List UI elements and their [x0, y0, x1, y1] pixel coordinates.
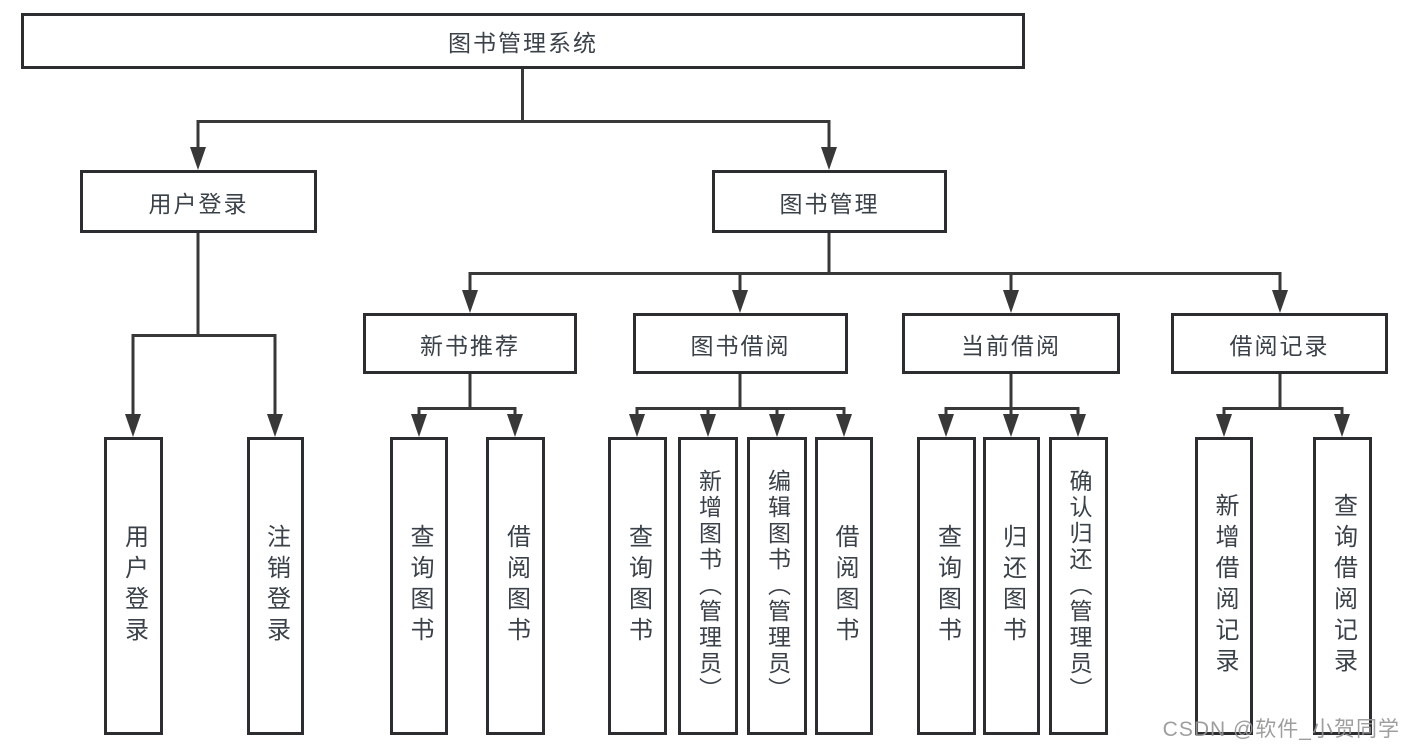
- connector-user-login: [131, 231, 277, 418]
- arrowheads: [125, 147, 1350, 437]
- connector-root: [196, 66, 831, 152]
- arrowhead: [700, 414, 716, 437]
- node-user-login: 用户登录: [80, 170, 317, 233]
- arrowhead: [411, 414, 427, 437]
- connector-book-management: [468, 231, 1282, 294]
- csdn-watermark: CSDN @软件_小贺同学: [1162, 718, 1400, 741]
- leaf-query-books-borrow: 查询图书: [608, 437, 667, 735]
- connector-new-book: [417, 372, 517, 418]
- leaf-add-books-admin-label: 新增图书（管理员）: [695, 469, 722, 703]
- leaf-logout-label: 注销登录: [262, 524, 290, 648]
- node-book-management-label: 图书管理: [779, 190, 880, 217]
- leaf-borrow-books: 借阅图书: [815, 437, 873, 735]
- node-book-borrowing: 图书借阅: [633, 313, 848, 374]
- leaf-user-login: 用户登录: [104, 437, 163, 735]
- arrowhead: [821, 147, 837, 170]
- leaf-add-borrow-record: 新增借阅记录: [1195, 437, 1253, 735]
- arrowhead: [629, 414, 645, 437]
- node-book-management: 图书管理: [712, 170, 947, 233]
- arrowhead: [1334, 414, 1350, 437]
- leaf-borrow-books-label: 借阅图书: [831, 524, 858, 648]
- leaf-user-login-label: 用户登录: [120, 524, 148, 648]
- leaf-query-borrow-record-label: 查询借阅记录: [1329, 493, 1357, 679]
- arrowhead: [190, 147, 206, 170]
- arrowhead: [938, 414, 954, 437]
- leaf-edit-books-admin: 编辑图书（管理员）: [747, 437, 807, 735]
- leaf-return-books-label: 归还图书: [998, 524, 1026, 648]
- arrowhead: [1003, 290, 1019, 313]
- arrowhead: [507, 414, 523, 437]
- leaf-return-books: 归还图书: [983, 437, 1040, 735]
- leaf-borrow-books-recommend: 借阅图书: [486, 437, 545, 735]
- arrowhead: [267, 414, 283, 437]
- arrowhead: [836, 414, 852, 437]
- arrowhead: [1070, 414, 1086, 437]
- arrowhead: [732, 290, 748, 313]
- leaf-query-books-borrow-label: 查询图书: [624, 524, 652, 648]
- connector-borrow-records: [1222, 372, 1344, 418]
- arrowhead: [1003, 414, 1019, 437]
- leaf-query-books-recommend: 查询图书: [390, 437, 448, 735]
- leaf-query-books-recommend-label: 查询图书: [406, 524, 433, 648]
- leaf-confirm-return-admin: 确认归还（管理员）: [1049, 437, 1108, 735]
- node-new-book-recommendation: 新书推荐: [363, 313, 577, 374]
- arrowhead: [769, 414, 785, 437]
- leaf-add-books-admin: 新增图书（管理员）: [678, 437, 738, 735]
- node-library-management-system-label: 图书管理系统: [448, 30, 598, 56]
- leaf-query-borrow-record: 查询借阅记录: [1313, 437, 1372, 735]
- node-user-login-label: 用户登录: [148, 190, 249, 217]
- arrowhead: [462, 290, 478, 313]
- node-library-management-system: 图书管理系统: [21, 13, 1025, 69]
- leaf-borrow-books-recommend-label: 借阅图书: [502, 524, 530, 648]
- leaf-confirm-return-admin-label: 确认归还（管理员）: [1066, 469, 1092, 703]
- arrowhead: [1272, 290, 1288, 313]
- arrowhead: [1216, 414, 1232, 437]
- node-new-book-recommendation-label: 新书推荐: [420, 332, 520, 359]
- node-current-borrowing: 当前借阅: [902, 313, 1120, 374]
- leaf-query-books-current-label: 查询图书: [933, 524, 961, 648]
- arrowhead: [125, 414, 141, 437]
- connector-book-borrow: [635, 372, 846, 418]
- leaf-add-borrow-record-label: 新增借阅记录: [1211, 493, 1238, 679]
- leaf-query-books-current: 查询图书: [917, 437, 976, 735]
- connector-current-borrow: [944, 372, 1080, 418]
- connector-lines: [131, 66, 1344, 418]
- leaf-edit-books-admin-label: 编辑图书（管理员）: [764, 469, 791, 703]
- node-borrowing-records: 借阅记录: [1171, 313, 1388, 374]
- node-current-borrowing-label: 当前借阅: [961, 332, 1061, 359]
- node-borrowing-records-label: 借阅记录: [1229, 332, 1330, 359]
- node-book-borrowing-label: 图书借阅: [690, 332, 791, 359]
- leaf-logout: 注销登录: [247, 437, 304, 735]
